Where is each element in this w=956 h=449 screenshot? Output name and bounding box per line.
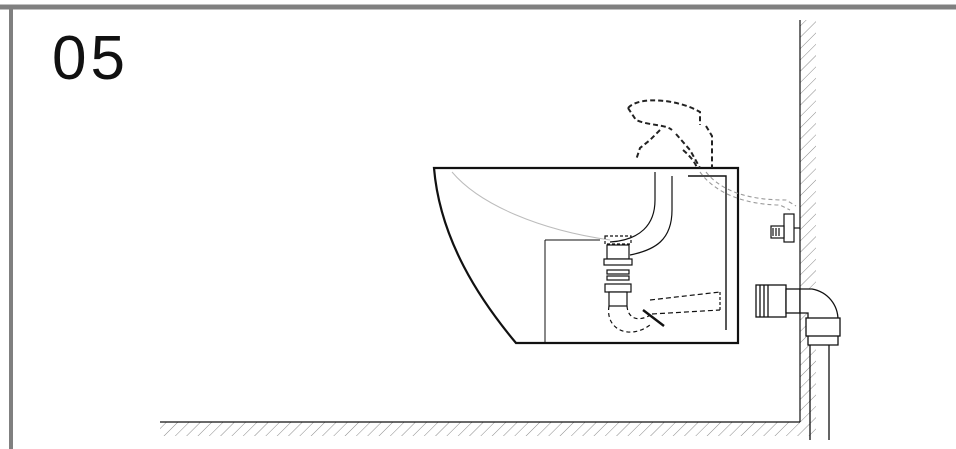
page-frame xyxy=(0,4,956,449)
wall-hatch-icon xyxy=(799,20,816,436)
floor-hatch-icon xyxy=(160,421,800,436)
step-number: 05 xyxy=(52,24,129,93)
angle-valve-icon xyxy=(770,213,800,243)
supply-hose-icon xyxy=(699,171,797,211)
faucet-dashed-icon xyxy=(627,99,713,169)
drain-elbow-icon xyxy=(755,284,841,440)
drain-trap-icon xyxy=(603,235,721,333)
bidet-bowl-icon xyxy=(432,166,740,345)
